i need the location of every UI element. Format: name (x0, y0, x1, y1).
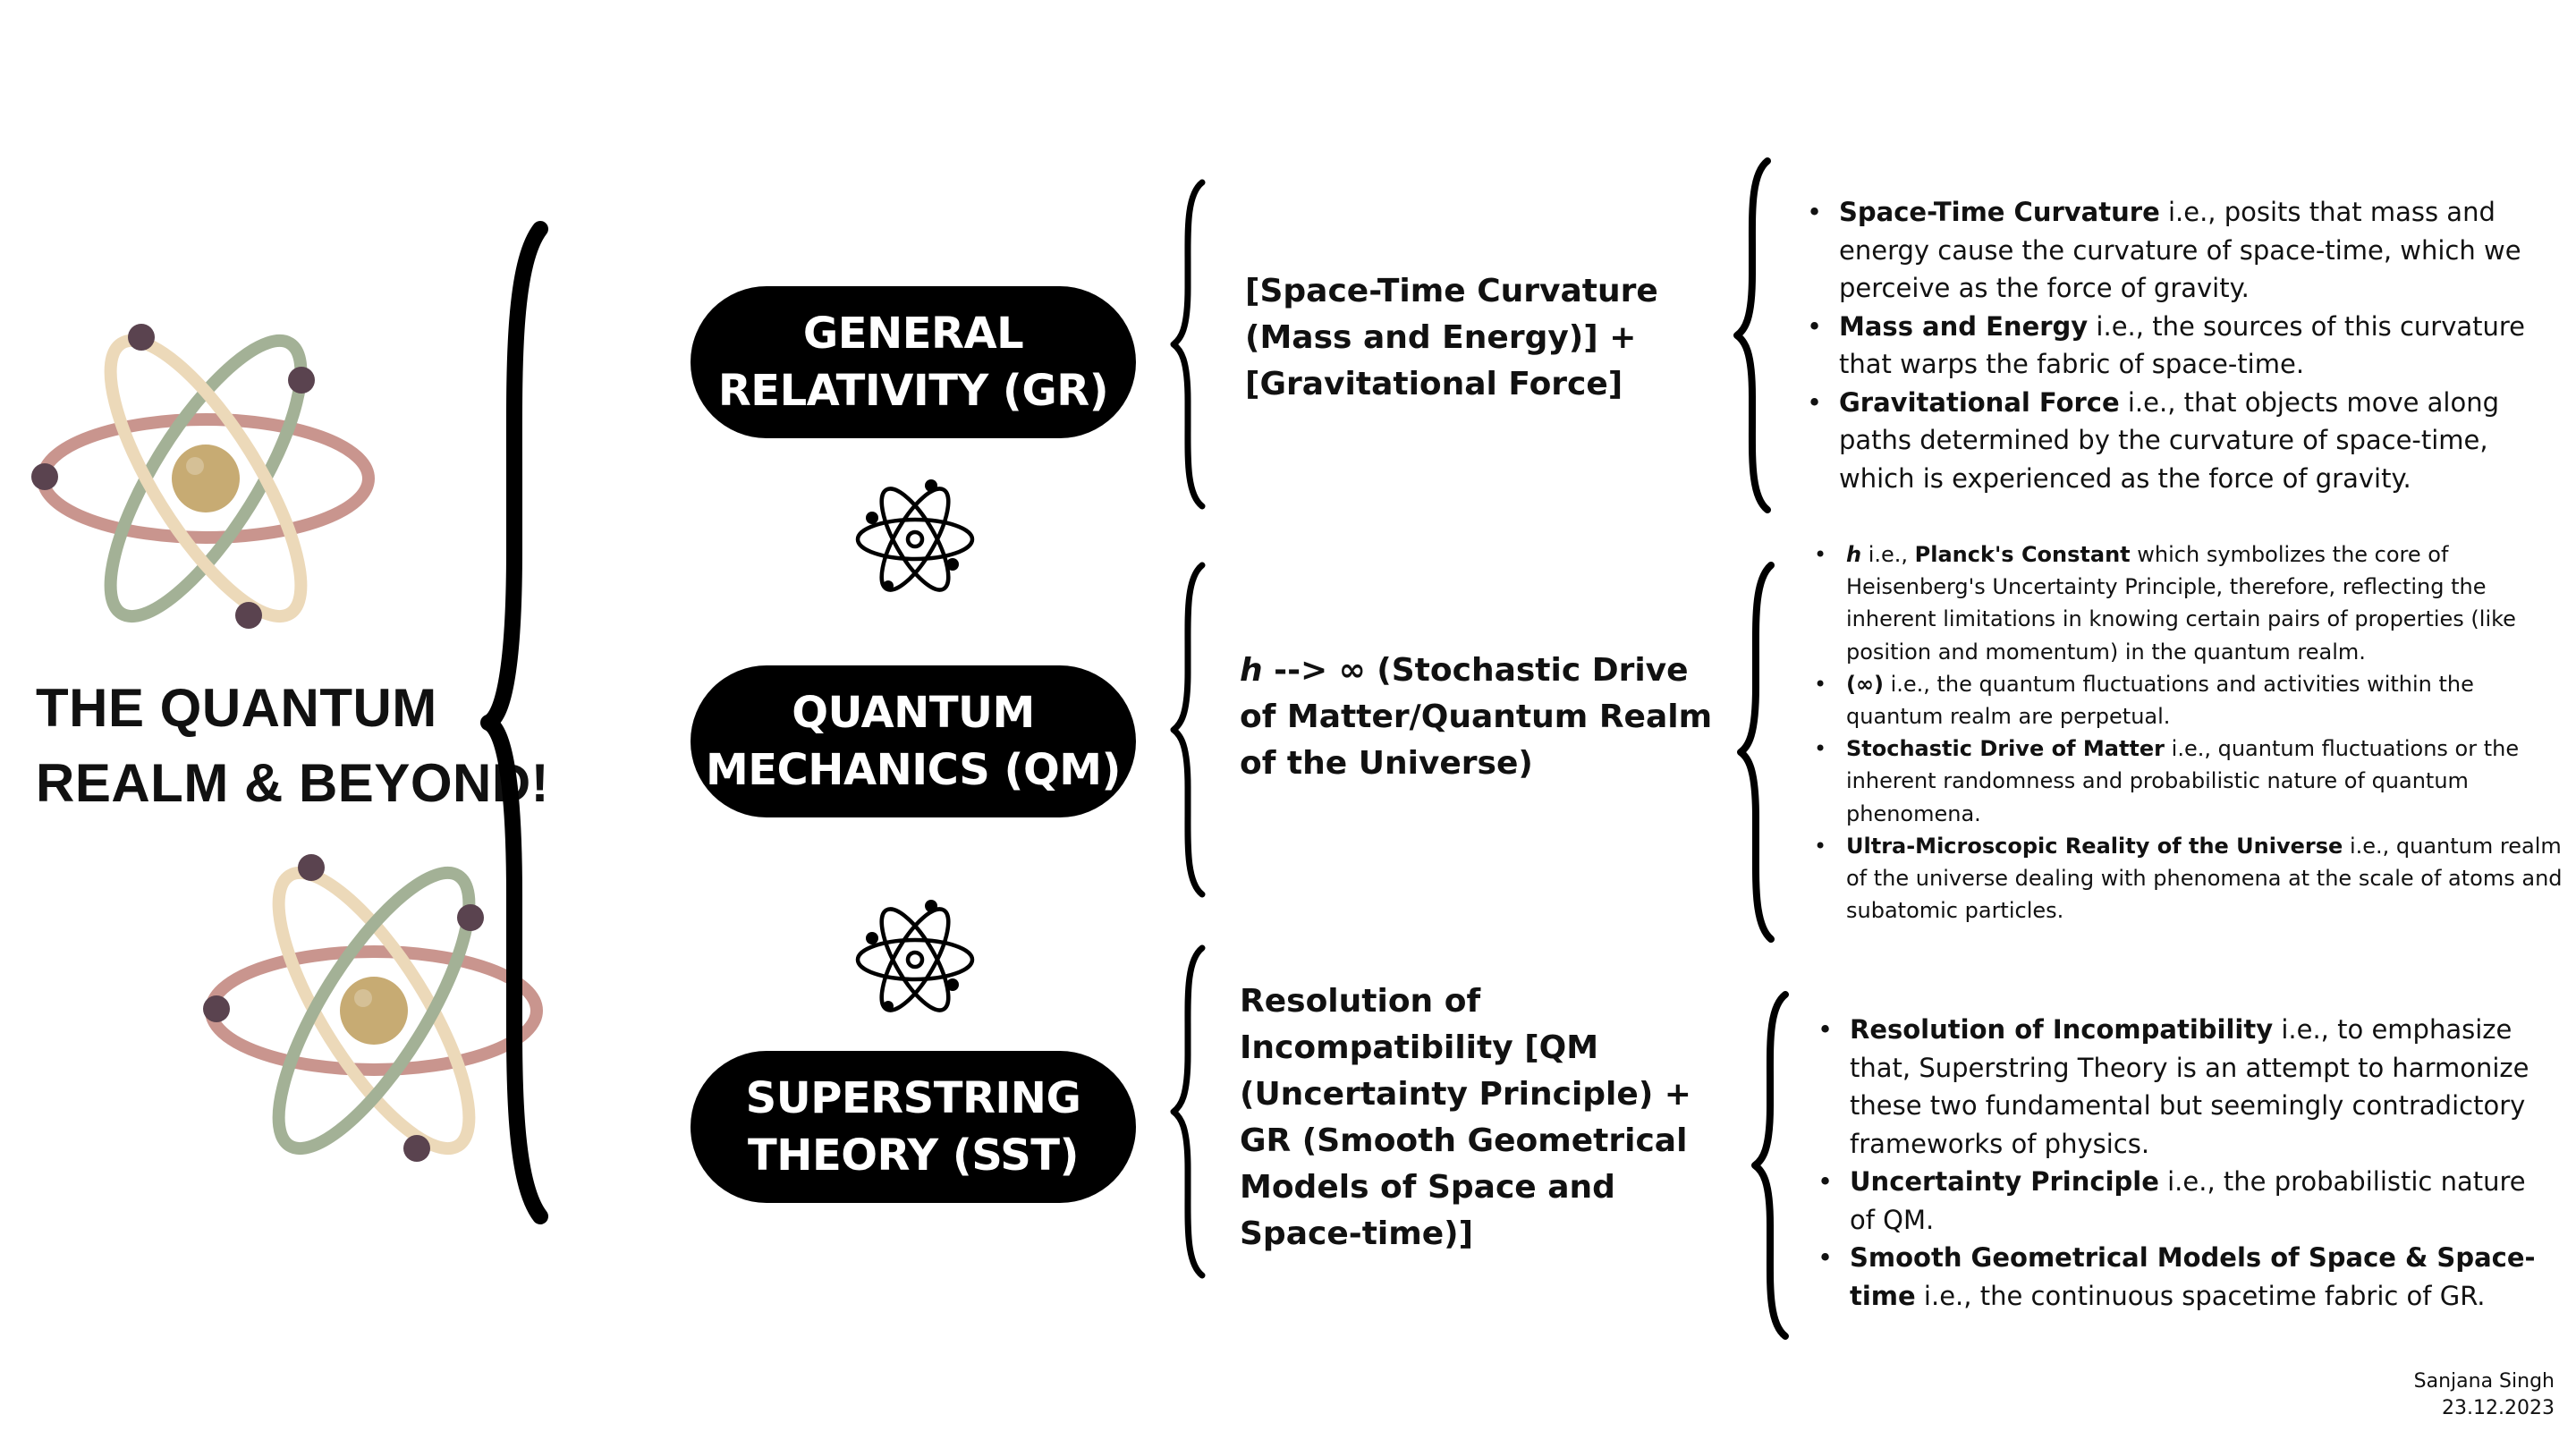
list-item: Smooth Geometrical Models of Space & Spa… (1816, 1239, 2549, 1315)
brace-path (1170, 562, 1206, 898)
pill-superstring-theory: SUPERSTRING THEORY (SST) (691, 1051, 1136, 1203)
signature: Sanjana Singh 23.12.2023 (2414, 1368, 2555, 1422)
list-item: (∞) i.e., the quantum fluctuations and a… (1812, 668, 2563, 732)
signature-date: 23.12.2023 (2442, 1397, 2555, 1419)
list-item: Stochastic Drive of Matter i.e., quantum… (1812, 732, 2563, 830)
atom-icon-small-2 (855, 900, 975, 1012)
page-title: THE QUANTUM REALM & BEYOND! (36, 678, 550, 813)
brace-path (1170, 944, 1206, 1279)
list-item: Gravitational Force i.e., that objects m… (1805, 384, 2547, 498)
pill-quantum-mechanics: QUANTUM MECHANICS (QM) (691, 665, 1136, 817)
list-item: Mass and Energy i.e., the sources of thi… (1805, 308, 2547, 384)
formula-qm: h --> ∞ (Stochastic Drive of Matter/Quan… (1240, 652, 1713, 782)
atom-illustration-bottom (203, 854, 543, 1162)
atom-icon (31, 324, 375, 629)
author-name: Sanjana Singh (2413, 1370, 2555, 1393)
details-sst: Resolution of Incompatibility i.e., to e… (1816, 1011, 2549, 1315)
brace-path (1737, 562, 1775, 943)
list-item: Ultra-Microscopic Reality of the Univers… (1812, 830, 2563, 927)
atom-icon-small-1 (855, 479, 975, 592)
list-item: h i.e., Planck's Constant which symboliz… (1812, 538, 2563, 668)
atom-icon (203, 854, 543, 1162)
brace-path (1170, 179, 1206, 510)
list-item: Uncertainty Principle i.e., the probabil… (1816, 1163, 2549, 1239)
details-qm: h i.e., Planck's Constant which symboliz… (1812, 538, 2563, 927)
brace-path (480, 221, 548, 1224)
brace-path (1751, 991, 1789, 1340)
list-item: Space-Time Curvature i.e., posits that m… (1805, 193, 2547, 308)
formula-gr: [Space-Time Curvature (Mass and Energy)]… (1245, 273, 1658, 402)
pill-general-relativity: GENERAL RELATIVITY (GR) (691, 286, 1136, 438)
list-item: Resolution of Incompatibility i.e., to e… (1816, 1011, 2549, 1163)
atom-illustration-top (31, 324, 375, 629)
formula-sst: Resolution of Incompatibility [QM (Uncer… (1240, 983, 1691, 1252)
details-gr: Space-Time Curvature i.e., posits that m… (1805, 193, 2547, 497)
brace-path (1733, 157, 1771, 513)
